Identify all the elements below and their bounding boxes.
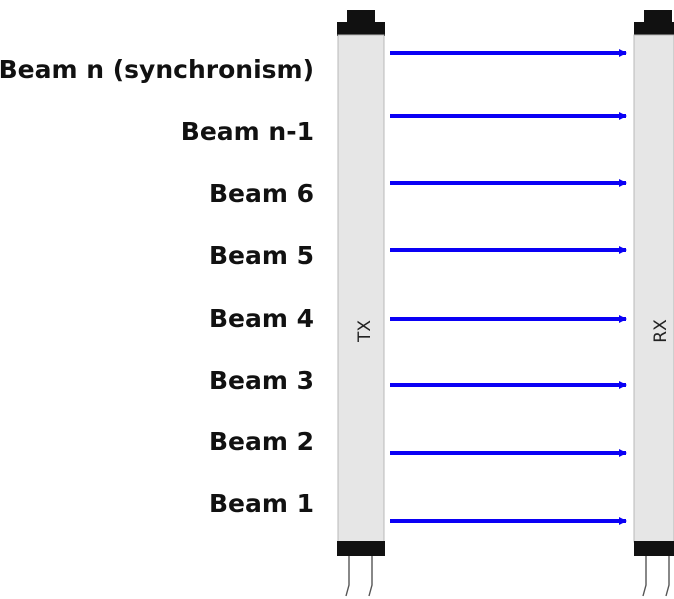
tx-cable-leads: [345, 556, 373, 597]
rx-label: RX: [651, 319, 671, 343]
rx-top-cap: [644, 10, 672, 24]
tx-bottom-cap: [337, 541, 385, 556]
beam-arrows: [390, 49, 627, 525]
beam-label-2: Beam 2: [209, 427, 314, 456]
rx-cable-leads: [642, 556, 670, 597]
tx-top-cap-base: [337, 22, 385, 36]
beam-label-n-1: Beam n-1: [181, 117, 314, 146]
receiver-unit: RX: [633, 10, 674, 597]
beam-label-4: Beam 4: [209, 304, 314, 333]
beam-label-5: Beam 5: [209, 241, 314, 270]
rx-bottom-cap: [634, 541, 674, 556]
beam-label-3: Beam 3: [209, 366, 314, 395]
beam-labels: Beam n (synchronism) Beam n-1 Beam 6 Bea…: [0, 55, 314, 518]
transmitter-unit: TX: [337, 10, 385, 597]
tx-housing: [337, 34, 385, 543]
beam-label-6: Beam 6: [209, 179, 314, 208]
beam-label-1: Beam 1: [209, 489, 314, 518]
beam-label-n: Beam n (synchronism): [0, 55, 314, 84]
rx-top-cap-base: [634, 22, 674, 36]
tx-top-cap: [347, 10, 375, 24]
rx-housing: [633, 34, 674, 543]
tx-label: TX: [355, 320, 375, 343]
